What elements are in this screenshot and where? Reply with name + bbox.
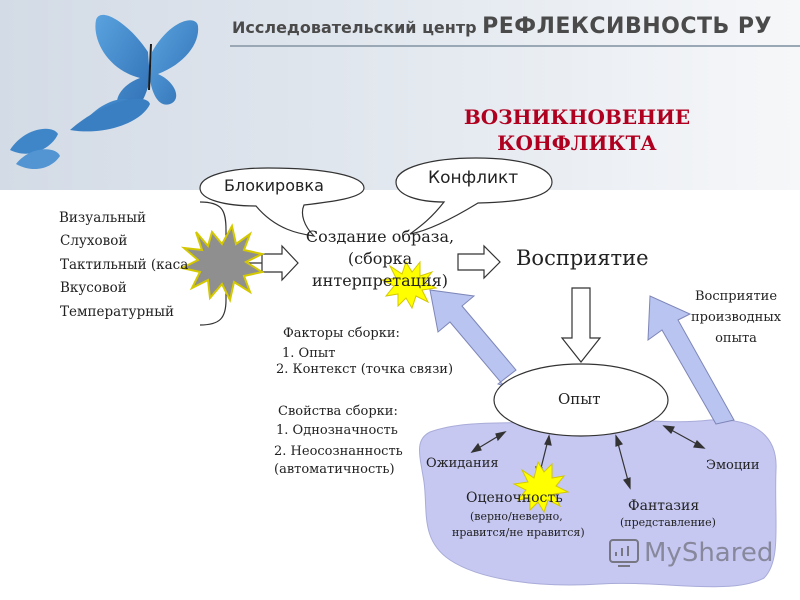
- arrow-cloud-to-perception: [647, 295, 735, 425]
- watermark-text: MyShared: [644, 538, 774, 568]
- assembly-property-2: 2. Неосознанность: [274, 444, 403, 459]
- assembly-factor-2: 2. Контекст (точка связи): [276, 362, 454, 377]
- blocking-bubble: [199, 167, 365, 237]
- yellow-burst-icon: [380, 260, 438, 310]
- yellow-burst-evaluation-icon: [512, 460, 570, 514]
- perception-of-experience: Восприятие производных опыта: [676, 286, 796, 349]
- butterfly-logo-icon: [95, 14, 199, 113]
- header-line: [230, 45, 800, 47]
- leaf-shape-4: [16, 149, 60, 170]
- assembly-property-2-note: (автоматичность): [274, 462, 395, 477]
- assembly-factors-heading: Факторы сборки:: [283, 326, 400, 341]
- arrow-to-experience: [560, 287, 602, 363]
- image-creation: Создание образа, (сборка интерпретация): [300, 226, 460, 292]
- gray-burst-icon: [179, 223, 265, 303]
- assembly-property-1: 1. Однозначность: [276, 423, 398, 438]
- sense-visual: Визуальный: [59, 210, 146, 226]
- perception-of-experience-line-1: Восприятие: [694, 289, 778, 304]
- arrow-experience-to-image: [429, 289, 517, 388]
- leaf-shape-2: [70, 98, 150, 132]
- perception-of-experience-line-2: производных: [690, 310, 782, 325]
- evaluation-label: Оценочность: [466, 490, 563, 506]
- organization-prefix: Исследовательский центр: [232, 18, 477, 37]
- image-creation-line-2: (сборка: [347, 249, 413, 268]
- evaluation-note-2: нравится/не нравится): [452, 526, 585, 539]
- perception-of-experience-line-3: опыта: [715, 331, 757, 346]
- fantasy-label: Фантазия: [628, 498, 700, 514]
- expectations-label: Ожидания: [426, 456, 499, 471]
- experience-label: Опыт: [558, 390, 601, 408]
- leaf-shape-3: [10, 128, 58, 154]
- organization-name: Исследовательский центр РЕФЛЕКСИВНОСТЬ Р…: [232, 14, 772, 39]
- title-line-2: КОНФЛИКТА: [497, 131, 657, 155]
- watermark-icon: [609, 539, 639, 567]
- title-line-1: ВОЗНИКНОВЕНИЕ: [463, 105, 691, 129]
- evaluation-note-1: (верно/неверно,: [470, 510, 563, 523]
- organization-brand: РЕФЛЕКСИВНОСТЬ РУ: [482, 14, 772, 39]
- arrow-to-perception: [457, 244, 501, 280]
- perception-label: Восприятие: [516, 246, 649, 270]
- assembly-factor-1: 1. Опыт: [282, 346, 336, 361]
- sense-taste: Вкусовой: [60, 280, 127, 296]
- image-creation-line-3: интерпретация): [312, 271, 448, 290]
- conflict-bubble: [395, 157, 553, 235]
- page-title: ВОЗНИКНОВЕНИЕ КОНФЛИКТА: [452, 104, 702, 156]
- blocking-label: Блокировка: [224, 176, 324, 195]
- experience-ellipse: [493, 363, 669, 437]
- sense-temperature: Температурный: [60, 304, 174, 320]
- emotions-label: Эмоции: [706, 458, 760, 473]
- conflict-label: Конфликт: [428, 168, 519, 188]
- image-creation-line-1: Создание образа,: [305, 227, 455, 246]
- fantasy-note: (представление): [620, 516, 716, 529]
- assembly-properties-heading: Свойства сборки:: [278, 404, 398, 419]
- sense-tactile: Тактильный (каса: [60, 257, 189, 273]
- arrow-to-image-creation: [261, 244, 299, 282]
- sense-auditory: Слуховой: [60, 233, 128, 249]
